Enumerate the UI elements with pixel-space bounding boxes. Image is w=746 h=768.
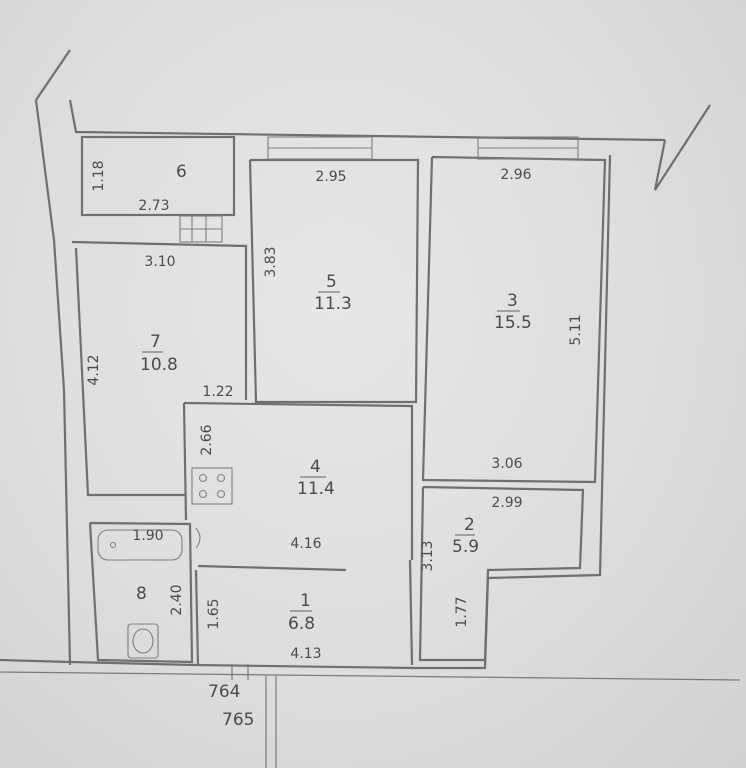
dim-room2-lower: 1.77 bbox=[454, 596, 470, 627]
room-5 bbox=[248, 136, 420, 404]
dim-corridor-width: 4.13 bbox=[290, 646, 321, 662]
dim-bath-height: 2.40 bbox=[169, 584, 185, 615]
dim-room3-height: 5.11 bbox=[568, 314, 584, 345]
dim-room2-height: 3.13 bbox=[420, 540, 436, 571]
room-7-lower-wall bbox=[74, 247, 185, 497]
dim-room5-width: 2.95 bbox=[315, 169, 346, 185]
plan-markers: 764 765 bbox=[208, 682, 254, 730]
room-4-number: 4 bbox=[310, 457, 321, 477]
room-labels: 6 7 10.8 5 11.3 3 15.5 4 11.4 2 5.9 1 6.… bbox=[136, 162, 532, 634]
dim-hall-offset: 1.22 bbox=[202, 384, 233, 400]
room-2-number: 2 bbox=[464, 515, 475, 535]
marker-765: 765 bbox=[222, 710, 254, 730]
dim-room3-width-bottom: 3.06 bbox=[491, 456, 522, 472]
dimensions-vertical: 1.18 4.12 3.83 5.11 3.13 1.77 2.66 2.40 … bbox=[86, 160, 584, 629]
dim-room3-width-top: 2.96 bbox=[500, 167, 531, 183]
dim-balcony-height: 1.18 bbox=[91, 160, 107, 191]
room-2-walls bbox=[418, 485, 585, 662]
outer-walls bbox=[0, 49, 741, 681]
balcony-6 bbox=[80, 135, 236, 243]
room-5-area: 11.3 bbox=[314, 294, 352, 314]
dim-bath-width: 1.90 bbox=[132, 528, 163, 544]
room-5-number: 5 bbox=[326, 272, 337, 292]
dim-kitchen-height: 2.66 bbox=[199, 424, 215, 455]
room-7-area: 10.8 bbox=[140, 355, 178, 375]
room-4 bbox=[182, 401, 414, 572]
dim-room5-height: 3.83 bbox=[263, 246, 279, 277]
room-6-number: 6 bbox=[176, 162, 187, 182]
dimensions-horizontal: 2.73 3.10 1.22 2.95 2.96 3.06 2.99 4.16 … bbox=[132, 167, 531, 662]
room-8-bathroom bbox=[88, 521, 194, 664]
room-3-number: 3 bbox=[507, 291, 518, 311]
room-7-walls bbox=[71, 240, 248, 400]
room-7-number: 7 bbox=[150, 332, 161, 352]
room-1-number: 1 bbox=[300, 591, 311, 611]
dim-balcony-width: 2.73 bbox=[138, 198, 169, 214]
room-1-area: 6.8 bbox=[288, 614, 315, 634]
marker-764: 764 bbox=[208, 682, 240, 702]
room-3 bbox=[421, 136, 607, 484]
room-1-corridor bbox=[194, 559, 414, 768]
room-2-area: 5.9 bbox=[452, 537, 479, 557]
dim-corridor-height: 1.65 bbox=[206, 598, 222, 629]
dim-room7-height: 4.12 bbox=[86, 354, 102, 385]
room-3-area: 15.5 bbox=[494, 313, 532, 333]
room-4-area: 11.4 bbox=[297, 479, 335, 499]
dim-room2-width: 2.99 bbox=[491, 495, 522, 511]
dim-kitchen-width: 4.16 bbox=[290, 536, 321, 552]
room-8-number: 8 bbox=[136, 584, 147, 604]
dim-room7-width: 3.10 bbox=[144, 254, 175, 270]
